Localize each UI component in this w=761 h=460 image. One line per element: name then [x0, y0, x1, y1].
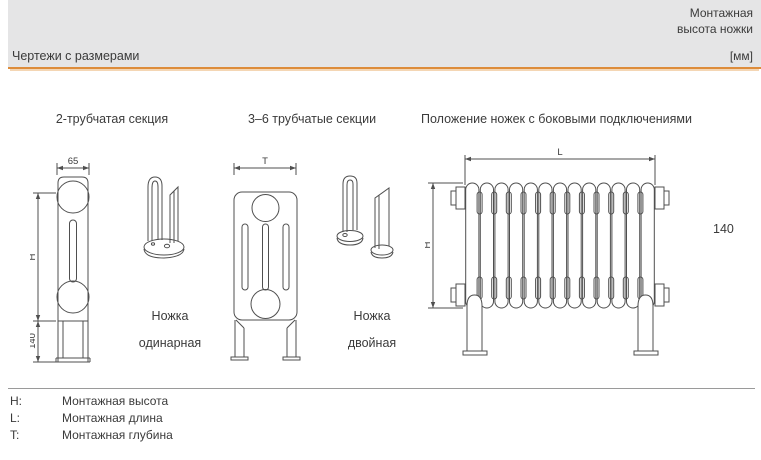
legend-key-T: T:: [10, 428, 20, 442]
section-title-two-tube: 2-трубчатая секция: [55, 112, 169, 126]
double-leg-right: [370, 187, 394, 259]
double-leg-caption-line2: двойная: [347, 336, 397, 350]
dim-height-label: H: [30, 253, 38, 260]
page-title: Чертежи с размерами: [12, 49, 140, 63]
double-leg-drawing: [336, 175, 394, 259]
dim-leg-label: 140: [30, 333, 38, 349]
single-leg-caption: Ножка одинарная: [126, 303, 214, 357]
dim-leg-140: 140: [30, 321, 56, 363]
radiator-tubes: [465, 182, 655, 309]
dim-length-label: L: [557, 147, 562, 158]
section-title-feet-position: Положение ножек с боковыми подключениями: [421, 112, 693, 126]
header-band: Чертежи с размерами Монтажная высота нож…: [8, 0, 761, 69]
section-title-multi-tube: 3–6 трубчатые секции: [247, 112, 377, 126]
section-body: [233, 191, 298, 321]
single-leg-drawing: [143, 176, 185, 259]
double-leg-left: [336, 175, 364, 246]
dim-width-label: 65: [68, 156, 79, 167]
legend-divider: [8, 388, 755, 389]
legend-key-L: L:: [10, 411, 21, 425]
legend-label-L: Монтажная длина: [62, 411, 163, 425]
legend-label-H: Монтажная высота: [62, 394, 169, 408]
two-tube-section-drawing: 65 H 140: [30, 156, 91, 363]
legend-label-T: Монтажная глубина: [62, 428, 173, 442]
legend-key-H: H:: [10, 394, 22, 408]
dim-height-H: H: [30, 192, 56, 322]
unit-label: [мм]: [729, 49, 753, 63]
leg-mounting-height-value: 140: [713, 222, 734, 236]
dim-depth-label: T: [262, 156, 268, 167]
double-leg-caption-line1: Ножка: [353, 309, 391, 323]
single-leg-caption-line1: Ножка: [151, 309, 189, 323]
radiator-legs: [462, 294, 659, 356]
double-leg-caption: Ножка двойная: [328, 303, 416, 357]
dim-width-65: 65: [56, 156, 90, 175]
dim-depth-T: T: [233, 156, 297, 175]
section-legs: [230, 319, 301, 361]
dim-length-L: L: [464, 147, 656, 185]
single-leg-caption-line2: одинарная: [138, 336, 202, 350]
column-header-leg-height: Монтажная высота ножки: [676, 6, 753, 37]
single-leg-bracket: [143, 176, 185, 259]
multi-tube-section-drawing: T: [230, 156, 301, 361]
dim-height-label: H: [425, 241, 433, 248]
section-body: [55, 176, 91, 363]
side-connectors: [450, 186, 670, 307]
dim-height-H: H: [425, 182, 463, 309]
radiator-feet-position-drawing: L H: [425, 147, 670, 356]
